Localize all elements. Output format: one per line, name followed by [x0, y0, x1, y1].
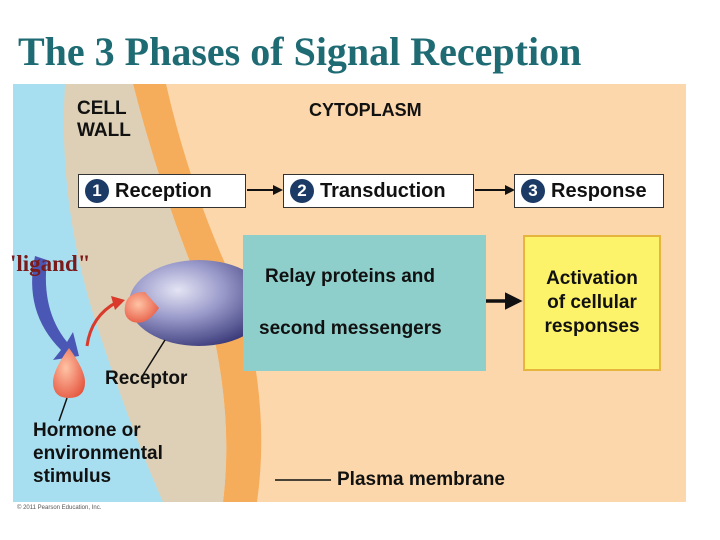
hormone-leader: [58, 397, 68, 422]
activation-box: [523, 235, 661, 371]
extracellular-region: [13, 84, 163, 502]
activation-text: Activation of cellular responses: [523, 267, 661, 339]
hormone-label-line2: environmental: [33, 443, 163, 464]
phase-number-badge: 3: [521, 179, 545, 203]
relay-proteins-box: [243, 235, 486, 371]
receptor-leader: [142, 339, 166, 376]
phase-box-transduction: 2 Transduction: [283, 174, 474, 208]
phase-label-reception: Reception: [115, 179, 212, 202]
copyright-note: © 2011 Pearson Education, Inc.: [17, 505, 102, 511]
cell-wall-label: CELL WALL: [77, 98, 131, 142]
phase-number-badge: 1: [85, 179, 109, 203]
receptor-bound-ligand: [124, 292, 159, 323]
phase-label-transduction: Transduction: [320, 179, 446, 202]
activation-text-line3: responses: [544, 316, 640, 337]
relay-text-line2: second messengers: [259, 318, 442, 339]
ligand-label: 'ligand": [10, 251, 91, 276]
signal-reception-diagram: CELL WALL CYTOPLASM 1 Reception 2 Transd…: [13, 84, 686, 502]
phase-label-response: Response: [551, 179, 647, 202]
relay-text-line1: Relay proteins and: [265, 266, 435, 287]
hormone-label-line1: Hormone or: [33, 420, 141, 441]
phase-box-reception: 1 Reception: [78, 174, 246, 208]
activation-text-line1: Activation: [546, 268, 638, 289]
cytoplasm-label: CYTOPLASM: [309, 100, 422, 120]
binding-red-arrowhead: [111, 296, 125, 310]
cell-wall-label-line1: CELL: [77, 98, 127, 119]
page-title: The 3 Phases of Signal Reception: [18, 29, 582, 74]
hormone-label: Hormone or environmental stimulus: [33, 419, 163, 488]
activation-text-line2: of cellular: [547, 292, 637, 313]
receptor-label: Receptor: [105, 368, 188, 389]
binding-red-arrow: [85, 300, 118, 347]
ligand-blue-arrow: [32, 256, 79, 360]
plasma-membrane-label: Plasma membrane: [337, 469, 505, 490]
receptor-protein: [129, 260, 269, 346]
phase-box-response: 3 Response: [514, 174, 664, 208]
hormone-label-line3: stimulus: [33, 466, 112, 487]
phase-number-badge: 2: [290, 179, 314, 203]
cell-wall-label-line2: WALL: [77, 120, 131, 141]
hormone-drop: [53, 348, 85, 398]
